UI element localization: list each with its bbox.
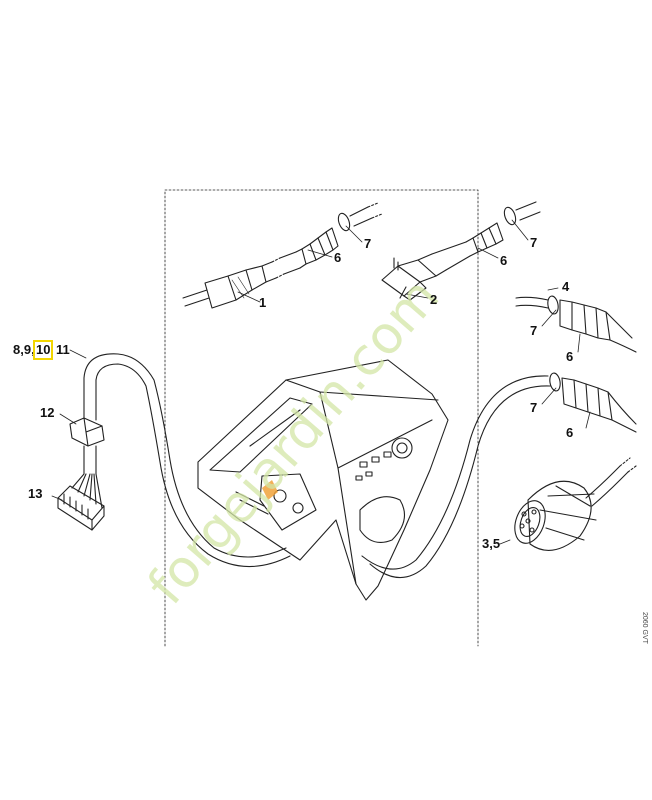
grommet-6-a: [295, 227, 339, 269]
callout-13: 13: [28, 486, 43, 501]
callout-2: 2: [430, 292, 438, 307]
clamp-12: [69, 417, 105, 447]
grommet-6-d: [561, 377, 637, 433]
wires-to-13: [71, 445, 103, 509]
grommet-6-b: [465, 222, 504, 257]
plug-2: [381, 241, 471, 301]
orange-accent: [262, 480, 278, 500]
ring-7-a: [337, 212, 351, 232]
ring-7-b: [503, 206, 517, 226]
group-frame: [164, 189, 479, 647]
round-connector-3-5: [514, 480, 597, 551]
plug-1: [182, 251, 301, 309]
callout-11: 11: [56, 342, 70, 357]
callout-7-b: 7: [530, 235, 538, 250]
callout-3-5: 3,5: [482, 536, 501, 551]
callout-7-a: 7: [364, 236, 372, 251]
callout-7-d: 7: [530, 400, 538, 415]
ring-7-d: [549, 372, 561, 392]
callout-10-highlighted: 10: [32, 340, 54, 360]
connector-13: [57, 485, 105, 531]
callout-7-c: 7: [530, 323, 538, 338]
figure-code: 2060 GVT: [641, 612, 648, 644]
callout-8-9: 8,9,: [13, 342, 35, 357]
harness-cable: [83, 353, 291, 568]
device-housing: [197, 359, 449, 601]
callout-6-d: 6: [566, 425, 574, 440]
callout-6-a: 6: [334, 250, 342, 265]
callout-1: 1: [259, 295, 267, 310]
callout-12: 12: [40, 405, 55, 420]
extension-cable: [361, 375, 551, 579]
leader-lines: [51, 219, 591, 545]
callout-4: 4: [562, 279, 570, 294]
callout-6-b: 6: [500, 253, 508, 268]
callout-6-c: 6: [566, 349, 574, 364]
cable-4: [515, 295, 637, 353]
grommet-6-c: [585, 457, 637, 507]
